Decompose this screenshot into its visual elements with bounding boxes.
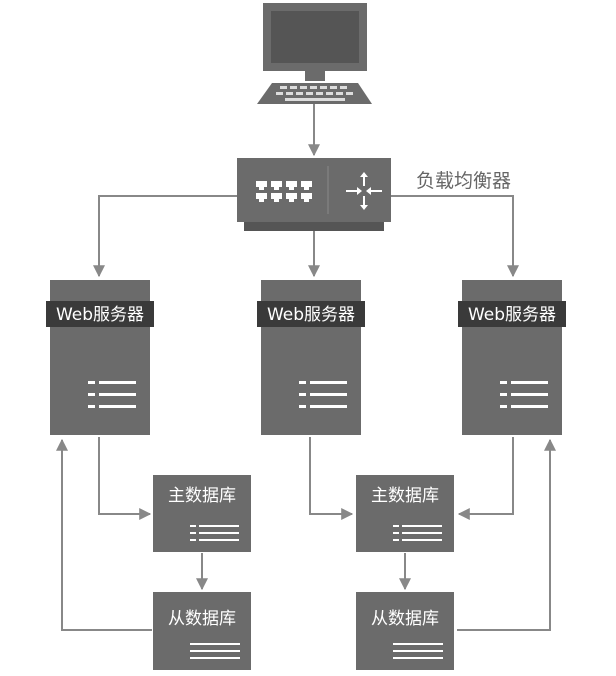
desktop-computer-icon <box>257 3 372 104</box>
server-lines-icon <box>299 381 347 408</box>
master-database-label: 主数据库 <box>371 486 439 506</box>
web-server-label: Web服务器 <box>267 305 355 325</box>
arrow-web-3-to-master-2 <box>457 437 514 520</box>
web-server-label: Web服务器 <box>468 305 556 325</box>
web-server-label: Web服务器 <box>56 305 144 325</box>
arrow-slave-1-to-web-1 <box>56 438 152 631</box>
master-database-1: 主数据库 <box>153 475 251 552</box>
web-server-1: Web服务器 <box>46 280 154 435</box>
client-computer <box>257 3 372 104</box>
arrow-web-1-to-master-1 <box>98 437 152 520</box>
load-balancer-label: 负载均衡器 <box>416 170 511 192</box>
load-balancer: 负载均衡器 <box>237 158 511 231</box>
server-lines-icon <box>500 381 548 408</box>
slave-database-2: 从数据库 <box>356 592 454 670</box>
arrow-lb-to-web-1 <box>93 195 237 278</box>
slave-database-1: 从数据库 <box>153 592 251 670</box>
arrow-lb-to-web-3 <box>391 195 519 278</box>
master-database-label: 主数据库 <box>168 486 236 506</box>
web-server-3: Web服务器 <box>458 280 566 435</box>
arrow-web-2-to-master-2 <box>309 437 354 520</box>
arrow-slave-2-to-web-3 <box>457 438 556 631</box>
server-lines-icon <box>88 381 136 408</box>
connectors <box>56 104 556 631</box>
web-server-2: Web服务器 <box>257 280 365 435</box>
routing-arrows-icon <box>346 172 382 210</box>
server-lines-icon <box>190 525 239 541</box>
server-lines-icon <box>190 643 240 659</box>
slave-database-label: 从数据库 <box>371 609 439 629</box>
server-lines-icon <box>393 525 442 541</box>
slave-database-label: 从数据库 <box>168 609 236 629</box>
server-lines-icon <box>393 643 443 659</box>
network-ports-icon <box>256 181 312 202</box>
master-database-2: 主数据库 <box>356 475 454 552</box>
